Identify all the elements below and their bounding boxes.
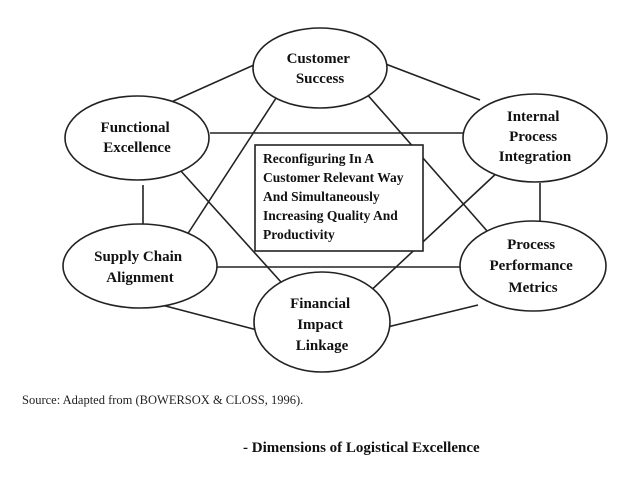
label-internal-process-integration: Internal Process Integration — [499, 109, 572, 165]
node-functional-excellence — [64, 95, 210, 181]
label-financial-impact-linkage: Financial Impact Linkage — [290, 296, 354, 354]
link-internal-financial — [364, 169, 501, 297]
label-customer-success: Customer Success — [287, 51, 354, 87]
node-supply-chain-alignment — [62, 223, 218, 309]
connectors — [134, 59, 541, 331]
node-internal-process-integration — [462, 93, 608, 183]
figure-caption: - Dimensions of Logistical Excellence — [243, 440, 480, 456]
center-box-text: Reconfiguring In A Customer Relevant Way… — [263, 151, 407, 242]
logistical-excellence-diagram: Reconfiguring In A Customer Relevant Way… — [62, 27, 608, 373]
source-citation: Source: Adapted from (BOWERSOX & CLOSS, … — [22, 393, 304, 407]
link-customer-supply — [184, 91, 281, 239]
label-process-performance-metrics: Process Performance Metrics — [489, 237, 576, 296]
node-customer-success — [252, 27, 388, 109]
link-metrics-financial — [374, 304, 479, 331]
link-customer-metrics — [364, 91, 496, 241]
link-functional-financial — [179, 169, 291, 293]
label-supply-chain-alignment: Supply Chain Alignment — [94, 249, 186, 286]
node-process-performance-metrics — [459, 220, 607, 312]
label-functional-excellence: Functional Excellence — [101, 120, 174, 156]
link-customer-internal — [374, 59, 481, 101]
center-box — [254, 144, 424, 252]
node-financial-impact-linkage — [253, 271, 391, 373]
